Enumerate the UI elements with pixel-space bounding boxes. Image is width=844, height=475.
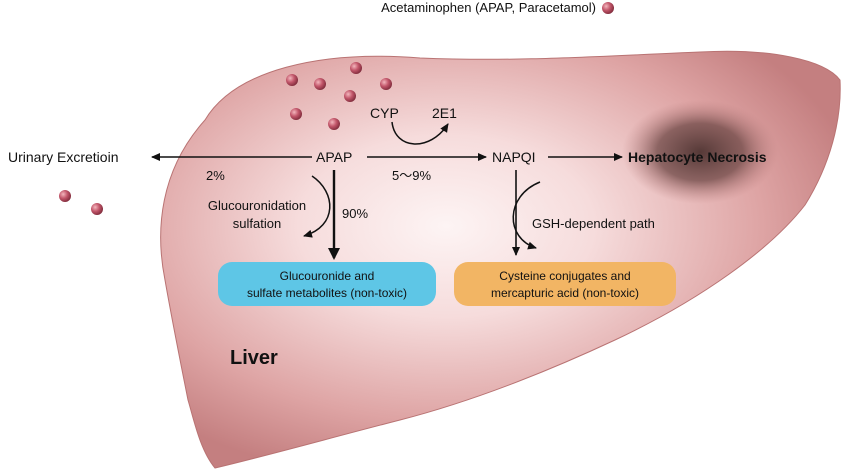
gsh-path-label: GSH-dependent path xyxy=(532,216,655,231)
molecule-icon xyxy=(602,2,614,14)
2e1-label: 2E1 xyxy=(432,105,457,121)
napqi-label: NAPQI xyxy=(492,149,536,165)
urinary-percent: 2% xyxy=(206,168,225,183)
cysteine-box-bg xyxy=(454,262,676,306)
apap-label: APAP xyxy=(316,149,352,165)
liver-label: Liver xyxy=(230,347,278,369)
legend-text: Acetaminophen (APAP, Paracetamol) xyxy=(381,0,596,15)
molecule-icon xyxy=(286,74,298,86)
hepatocyte-necrosis-label: Hepatocyte Necrosis xyxy=(628,149,767,165)
glucuronide-box-line1: Glucouronide and xyxy=(280,269,375,283)
molecule-icon xyxy=(290,108,302,120)
glucuronidation-percent: 90% xyxy=(342,206,368,221)
molecule-icon xyxy=(314,78,326,90)
molecule-icon xyxy=(380,78,392,90)
cyp-label: CYP xyxy=(370,105,399,121)
cysteine-box: Cysteine conjugates and mercapturic acid… xyxy=(454,262,676,306)
molecule-icon xyxy=(328,118,340,130)
molecule-icon xyxy=(59,190,71,202)
molecule-icon xyxy=(344,90,356,102)
molecule-cluster xyxy=(286,62,392,130)
molecule-icon xyxy=(350,62,362,74)
arrow-glucuronidation-curve xyxy=(303,175,331,238)
glucuronidation-label-line1: Glucouronidation xyxy=(208,198,306,213)
molecule-icon xyxy=(91,203,103,215)
glucuronide-box-line2: sulfate metabolites (non-toxic) xyxy=(247,286,407,300)
glucuronide-box-bg xyxy=(218,262,436,306)
arrow-gsh-curve xyxy=(512,181,541,250)
arrow-cyp-curve xyxy=(391,121,449,145)
urinary-excretion-label: Urinary Excretioin xyxy=(8,149,118,165)
cysteine-box-line1: Cysteine conjugates and xyxy=(499,269,630,283)
cyp-percent: 5～9% xyxy=(392,168,431,183)
cysteine-box-line2: mercapturic acid (non-toxic) xyxy=(491,286,639,300)
glucuronide-box: Glucouronide and sulfate metabolites (no… xyxy=(218,262,436,306)
necrosis-area xyxy=(622,100,778,204)
glucuronidation-label-line2: sulfation xyxy=(233,216,281,231)
